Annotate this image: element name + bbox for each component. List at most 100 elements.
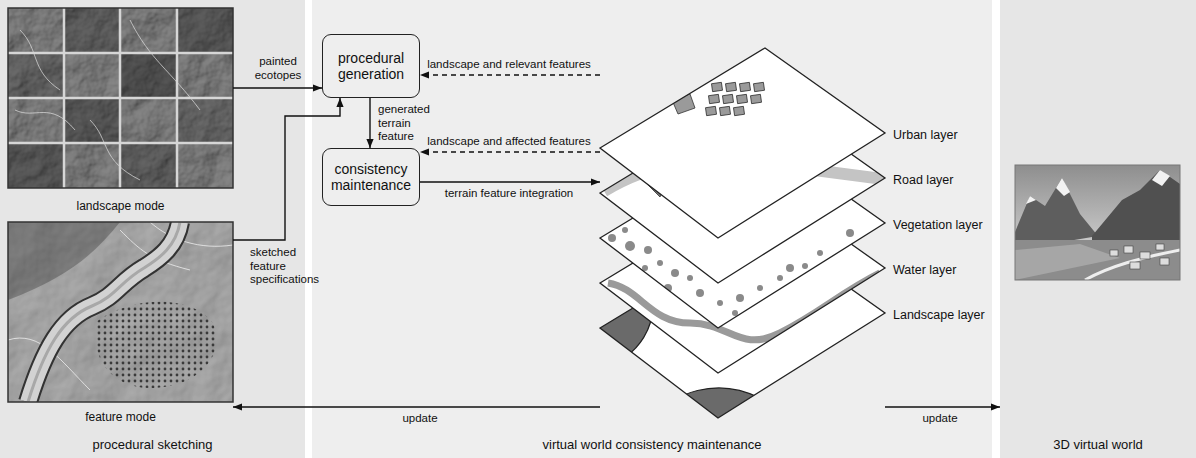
layer-label: Road layer xyxy=(893,172,953,188)
sky xyxy=(1015,165,1180,280)
panel-ground xyxy=(1000,0,1196,458)
tree-dot xyxy=(622,227,628,233)
building xyxy=(1130,262,1140,269)
layer-diamond: Urban layer xyxy=(600,48,885,238)
landscape-mode-image xyxy=(8,8,233,188)
image-caption: feature mode xyxy=(85,410,156,424)
building xyxy=(1140,252,1150,259)
mountain xyxy=(1092,170,1180,250)
tree-dot xyxy=(644,246,652,254)
snow xyxy=(1026,196,1036,204)
layer-content xyxy=(672,82,765,115)
screenshot-panel: landscape mode xyxy=(8,8,233,213)
building xyxy=(750,94,761,103)
building xyxy=(733,106,744,115)
tree-dot xyxy=(625,241,635,251)
edge-label-box: terrain feature integration xyxy=(419,187,599,201)
tree-dot xyxy=(608,234,616,242)
box-label: procedural generation xyxy=(329,50,413,82)
edge-label: painted ecotopes xyxy=(236,55,320,82)
river-lines xyxy=(15,20,200,180)
tree-dot xyxy=(697,255,703,261)
building xyxy=(711,82,722,91)
feature-mode-image xyxy=(8,222,233,402)
building xyxy=(725,82,736,91)
tree-dot xyxy=(732,310,738,316)
snow xyxy=(1152,170,1170,186)
edge-label: terrain feature integration xyxy=(419,187,599,201)
river-band xyxy=(28,222,180,402)
tile-shade xyxy=(64,98,120,143)
image-frame xyxy=(1015,165,1180,280)
building xyxy=(736,94,747,103)
edge-label-box: landscape and relevant features xyxy=(419,58,599,72)
tree-dot xyxy=(802,263,808,269)
dashed-arrow xyxy=(420,74,600,75)
tile-shade xyxy=(120,143,177,188)
tree-dot xyxy=(777,275,783,281)
tree-dot xyxy=(786,264,794,272)
image-frame xyxy=(8,8,233,188)
image-frame xyxy=(8,222,233,402)
edge-label: update xyxy=(900,412,980,426)
layer-content xyxy=(604,160,884,197)
tile-grid xyxy=(8,8,233,188)
process-box: procedural generation xyxy=(322,34,420,98)
vegetation-dots xyxy=(95,302,217,388)
building xyxy=(708,94,719,103)
tree-dot xyxy=(736,294,744,302)
panel-title: procedural sketching xyxy=(93,437,213,453)
tree-dot xyxy=(671,269,679,277)
snow xyxy=(1056,178,1070,196)
ground xyxy=(1015,240,1180,280)
building xyxy=(1160,258,1169,265)
world-render xyxy=(1015,165,1180,280)
river-centre xyxy=(28,222,180,402)
connector-arrow xyxy=(885,406,1000,407)
building xyxy=(719,106,730,115)
edge-label-box: update xyxy=(380,412,460,426)
layer-label: Vegetation layer xyxy=(893,217,983,233)
edge-label: sketched feature specifications xyxy=(250,246,330,287)
layer-outline xyxy=(600,228,885,418)
terrain-texture xyxy=(8,8,233,188)
panel-title: virtual world consistency maintenance xyxy=(543,437,762,453)
box-label: consistency maintenance xyxy=(329,161,413,193)
tree-dot xyxy=(717,300,723,306)
dashed-arrow xyxy=(420,151,600,152)
tree-dot xyxy=(817,250,823,256)
edge-label-box: sketched feature specifications xyxy=(250,246,330,287)
tree-dot xyxy=(657,260,663,266)
layer-shape xyxy=(600,48,885,238)
plaza xyxy=(640,171,672,197)
process-box: consistency maintenance xyxy=(322,148,420,206)
connector-arrow xyxy=(233,87,322,88)
image-caption: landscape mode xyxy=(76,199,164,213)
layer-content xyxy=(590,288,900,428)
building xyxy=(1110,250,1118,256)
section-panel: 3D virtual world xyxy=(1000,0,1196,458)
panel-title: 3D virtual world xyxy=(1053,437,1143,453)
connector-arrow xyxy=(233,406,600,407)
building xyxy=(1156,244,1164,250)
river-outline xyxy=(28,222,180,402)
tree-dot xyxy=(687,275,693,281)
edge-label-box: update xyxy=(900,412,980,426)
tile-shade xyxy=(177,98,233,143)
building xyxy=(753,82,764,91)
layer-label: Landscape layer xyxy=(893,307,985,323)
panel-ground xyxy=(312,0,992,458)
edge-label: landscape and affected features xyxy=(419,135,599,149)
screenshot-panel: feature mode xyxy=(8,222,233,424)
tile-shade xyxy=(8,143,64,188)
edge-label: update xyxy=(380,412,460,426)
road xyxy=(1085,250,1180,280)
tile-shade xyxy=(177,8,233,53)
connector-arrow xyxy=(233,98,340,240)
edge-label-box: painted ecotopes xyxy=(236,55,320,82)
building xyxy=(722,94,733,103)
